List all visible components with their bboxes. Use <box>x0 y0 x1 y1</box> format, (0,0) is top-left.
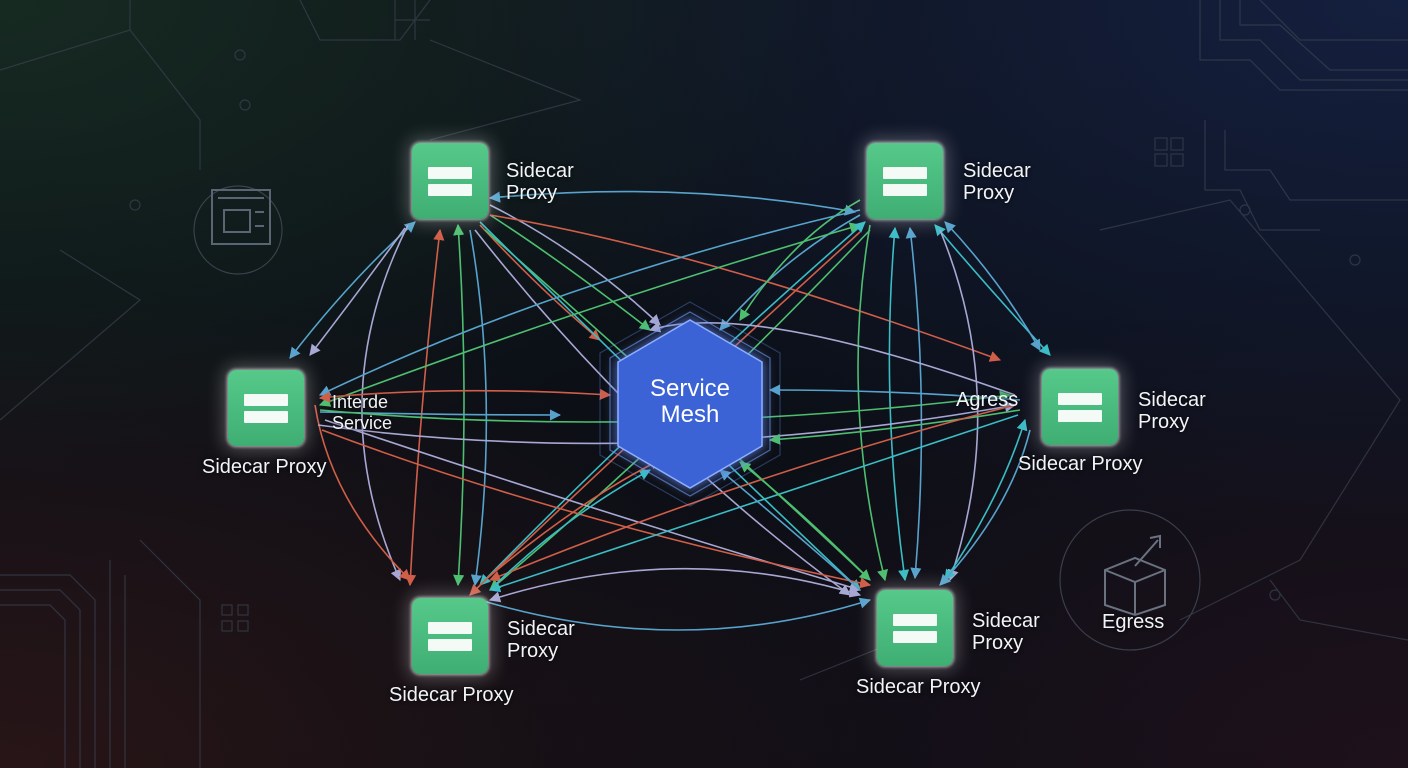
node-sub-label-mid-right: Sidecar Proxy <box>1018 453 1143 475</box>
package-box-icon <box>1104 534 1166 617</box>
node-sub-label-bottom-right: Sidecar Proxy <box>856 676 981 698</box>
egress-label: Egress <box>1102 611 1165 633</box>
server-rack-icon <box>211 189 271 245</box>
hub-label: Service Mesh <box>649 375 731 428</box>
service-mesh-hub[interactable] <box>617 319 763 489</box>
sidecar-node-mid-right[interactable] <box>1042 369 1118 445</box>
node-label-top-left: Sidecar Proxy <box>506 160 574 204</box>
sidecar-node-top-left[interactable] <box>412 143 488 219</box>
node-inline-label-mid-left: Interde Service <box>332 392 393 433</box>
sidecar-node-top-right[interactable] <box>867 143 943 219</box>
sidecar-node-mid-left[interactable] <box>228 370 304 446</box>
node-label-bottom-left: Sidecar Proxy <box>507 618 575 662</box>
node-sub-label-bottom-left: Sidecar Proxy <box>389 684 514 706</box>
node-inline-label-mid-right: Agress <box>956 389 1019 411</box>
node-label-top-right: Sidecar Proxy <box>963 160 1031 204</box>
hub-rings <box>599 301 781 507</box>
node-label-bottom-right: Sidecar Proxy <box>972 610 1040 654</box>
sidecar-node-bottom-right[interactable] <box>877 590 953 666</box>
node-label-mid-left: Sidecar Proxy <box>202 456 327 478</box>
node-label-mid-right: Sidecar Proxy <box>1138 389 1206 433</box>
sidecar-node-bottom-left[interactable] <box>412 598 488 674</box>
